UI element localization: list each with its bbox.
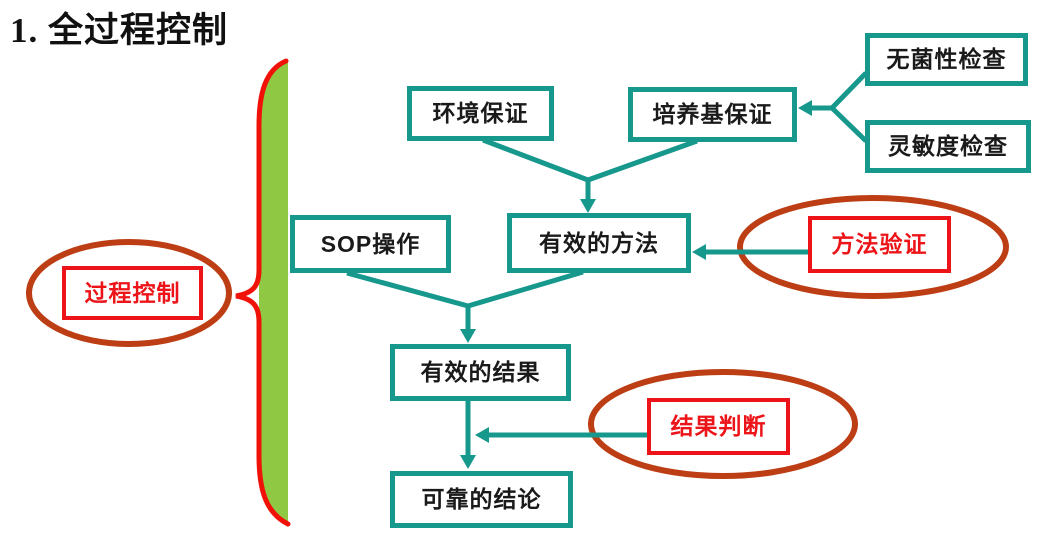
node-effective-result: 有效的结果	[390, 344, 571, 401]
node-sensitivity-check: 灵敏度检查	[865, 120, 1031, 173]
node-label: 灵敏度检查	[888, 133, 1008, 159]
node-label: SOP操作	[320, 230, 421, 257]
arrowhead-left-judgment	[475, 427, 489, 443]
node-method-validation: 方法验证	[808, 216, 951, 273]
node-process-control: 过程控制	[62, 266, 203, 320]
process-control-ellipse	[26, 239, 232, 347]
node-label: 有效的方法	[539, 229, 659, 256]
node-sop-operation: SOP操作	[290, 215, 451, 273]
node-label: 方法验证	[831, 231, 928, 257]
arrowhead-left-medium	[798, 100, 812, 116]
node-reliable-conclusion: 可靠的结论	[390, 471, 573, 528]
red-brace-line	[235, 58, 291, 527]
method-validation-ellipse	[737, 195, 1009, 299]
arrowhead-left-method	[692, 244, 706, 260]
green-brace-bar	[259, 62, 288, 525]
arrowhead-down-result	[460, 329, 476, 343]
node-label: 环境保证	[432, 100, 529, 126]
node-environment-assurance: 环境保证	[407, 86, 554, 141]
node-label: 过程控制	[84, 279, 181, 306]
edge-sensitivity-to-junction	[830, 106, 868, 143]
node-label: 培养基保证	[652, 101, 773, 127]
edge-sop-to-junction	[346, 270, 469, 309]
node-label: 有效的结果	[420, 359, 541, 385]
edge-method-to-junction	[467, 269, 584, 309]
arrowhead-down-method	[580, 199, 596, 213]
arrowhead-down-conclusion	[460, 455, 476, 469]
connector-lines	[346, 71, 868, 455]
node-result-judgment: 结果判断	[647, 398, 790, 455]
edge-medium-to-junction	[587, 138, 698, 183]
node-label: 结果判断	[670, 413, 767, 439]
page-title: 1. 全过程控制	[10, 11, 229, 50]
node-sterility-check: 无菌性检查	[865, 33, 1028, 86]
result-judgment-ellipse	[588, 369, 858, 479]
node-effective-method: 有效的方法	[507, 213, 691, 273]
edge-sterility-to-junction	[830, 71, 868, 110]
arrowheads	[460, 100, 812, 469]
node-label: 无菌性检查	[886, 46, 1007, 72]
node-label: 可靠的结论	[421, 486, 542, 512]
edge-env-to-junction	[482, 137, 589, 183]
node-culture-medium-assurance: 培养基保证	[628, 87, 797, 142]
